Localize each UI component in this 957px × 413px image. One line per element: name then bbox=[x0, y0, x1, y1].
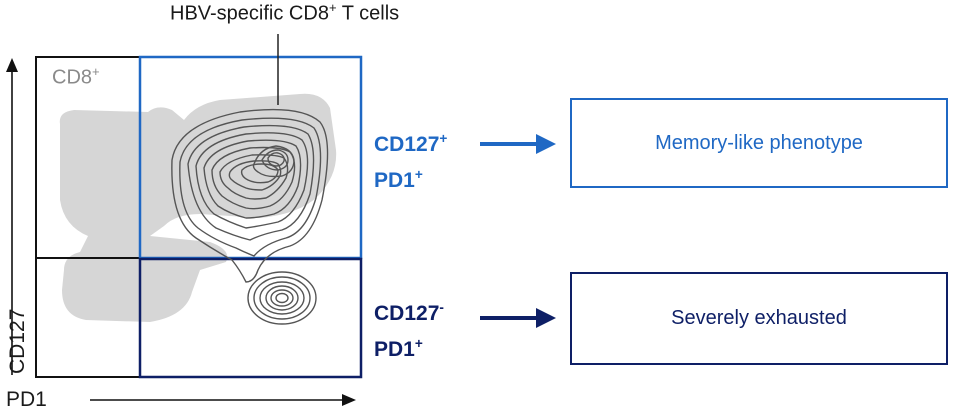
phenotype-label-bottom: CD127- PD1+ bbox=[374, 300, 444, 361]
arrow-bottom-head bbox=[536, 308, 556, 328]
header-title: HBV-specific CD8+ T cells bbox=[170, 0, 400, 25]
population-label: CD8+ bbox=[52, 64, 100, 89]
y-axis-arrowhead bbox=[6, 58, 18, 72]
contour-upper bbox=[171, 108, 329, 283]
result-label: Severely exhausted bbox=[671, 307, 847, 329]
x-axis-label: PD1 bbox=[6, 388, 47, 411]
arrow-top-head bbox=[536, 134, 556, 154]
y-axis-label: CD127 bbox=[6, 308, 29, 374]
contour-lower bbox=[247, 271, 317, 325]
result-box-exhausted: Severely exhausted bbox=[570, 272, 948, 365]
result-box-memory-like: Memory-like phenotype bbox=[570, 98, 948, 188]
result-label: Memory-like phenotype bbox=[655, 131, 863, 154]
gate-cd127-neg-pd1-pos bbox=[138, 257, 363, 379]
x-axis-arrowhead bbox=[342, 394, 356, 406]
cd8-population-cloud bbox=[59, 93, 337, 323]
phenotype-label-top: CD127+ PD1+ bbox=[374, 131, 448, 192]
